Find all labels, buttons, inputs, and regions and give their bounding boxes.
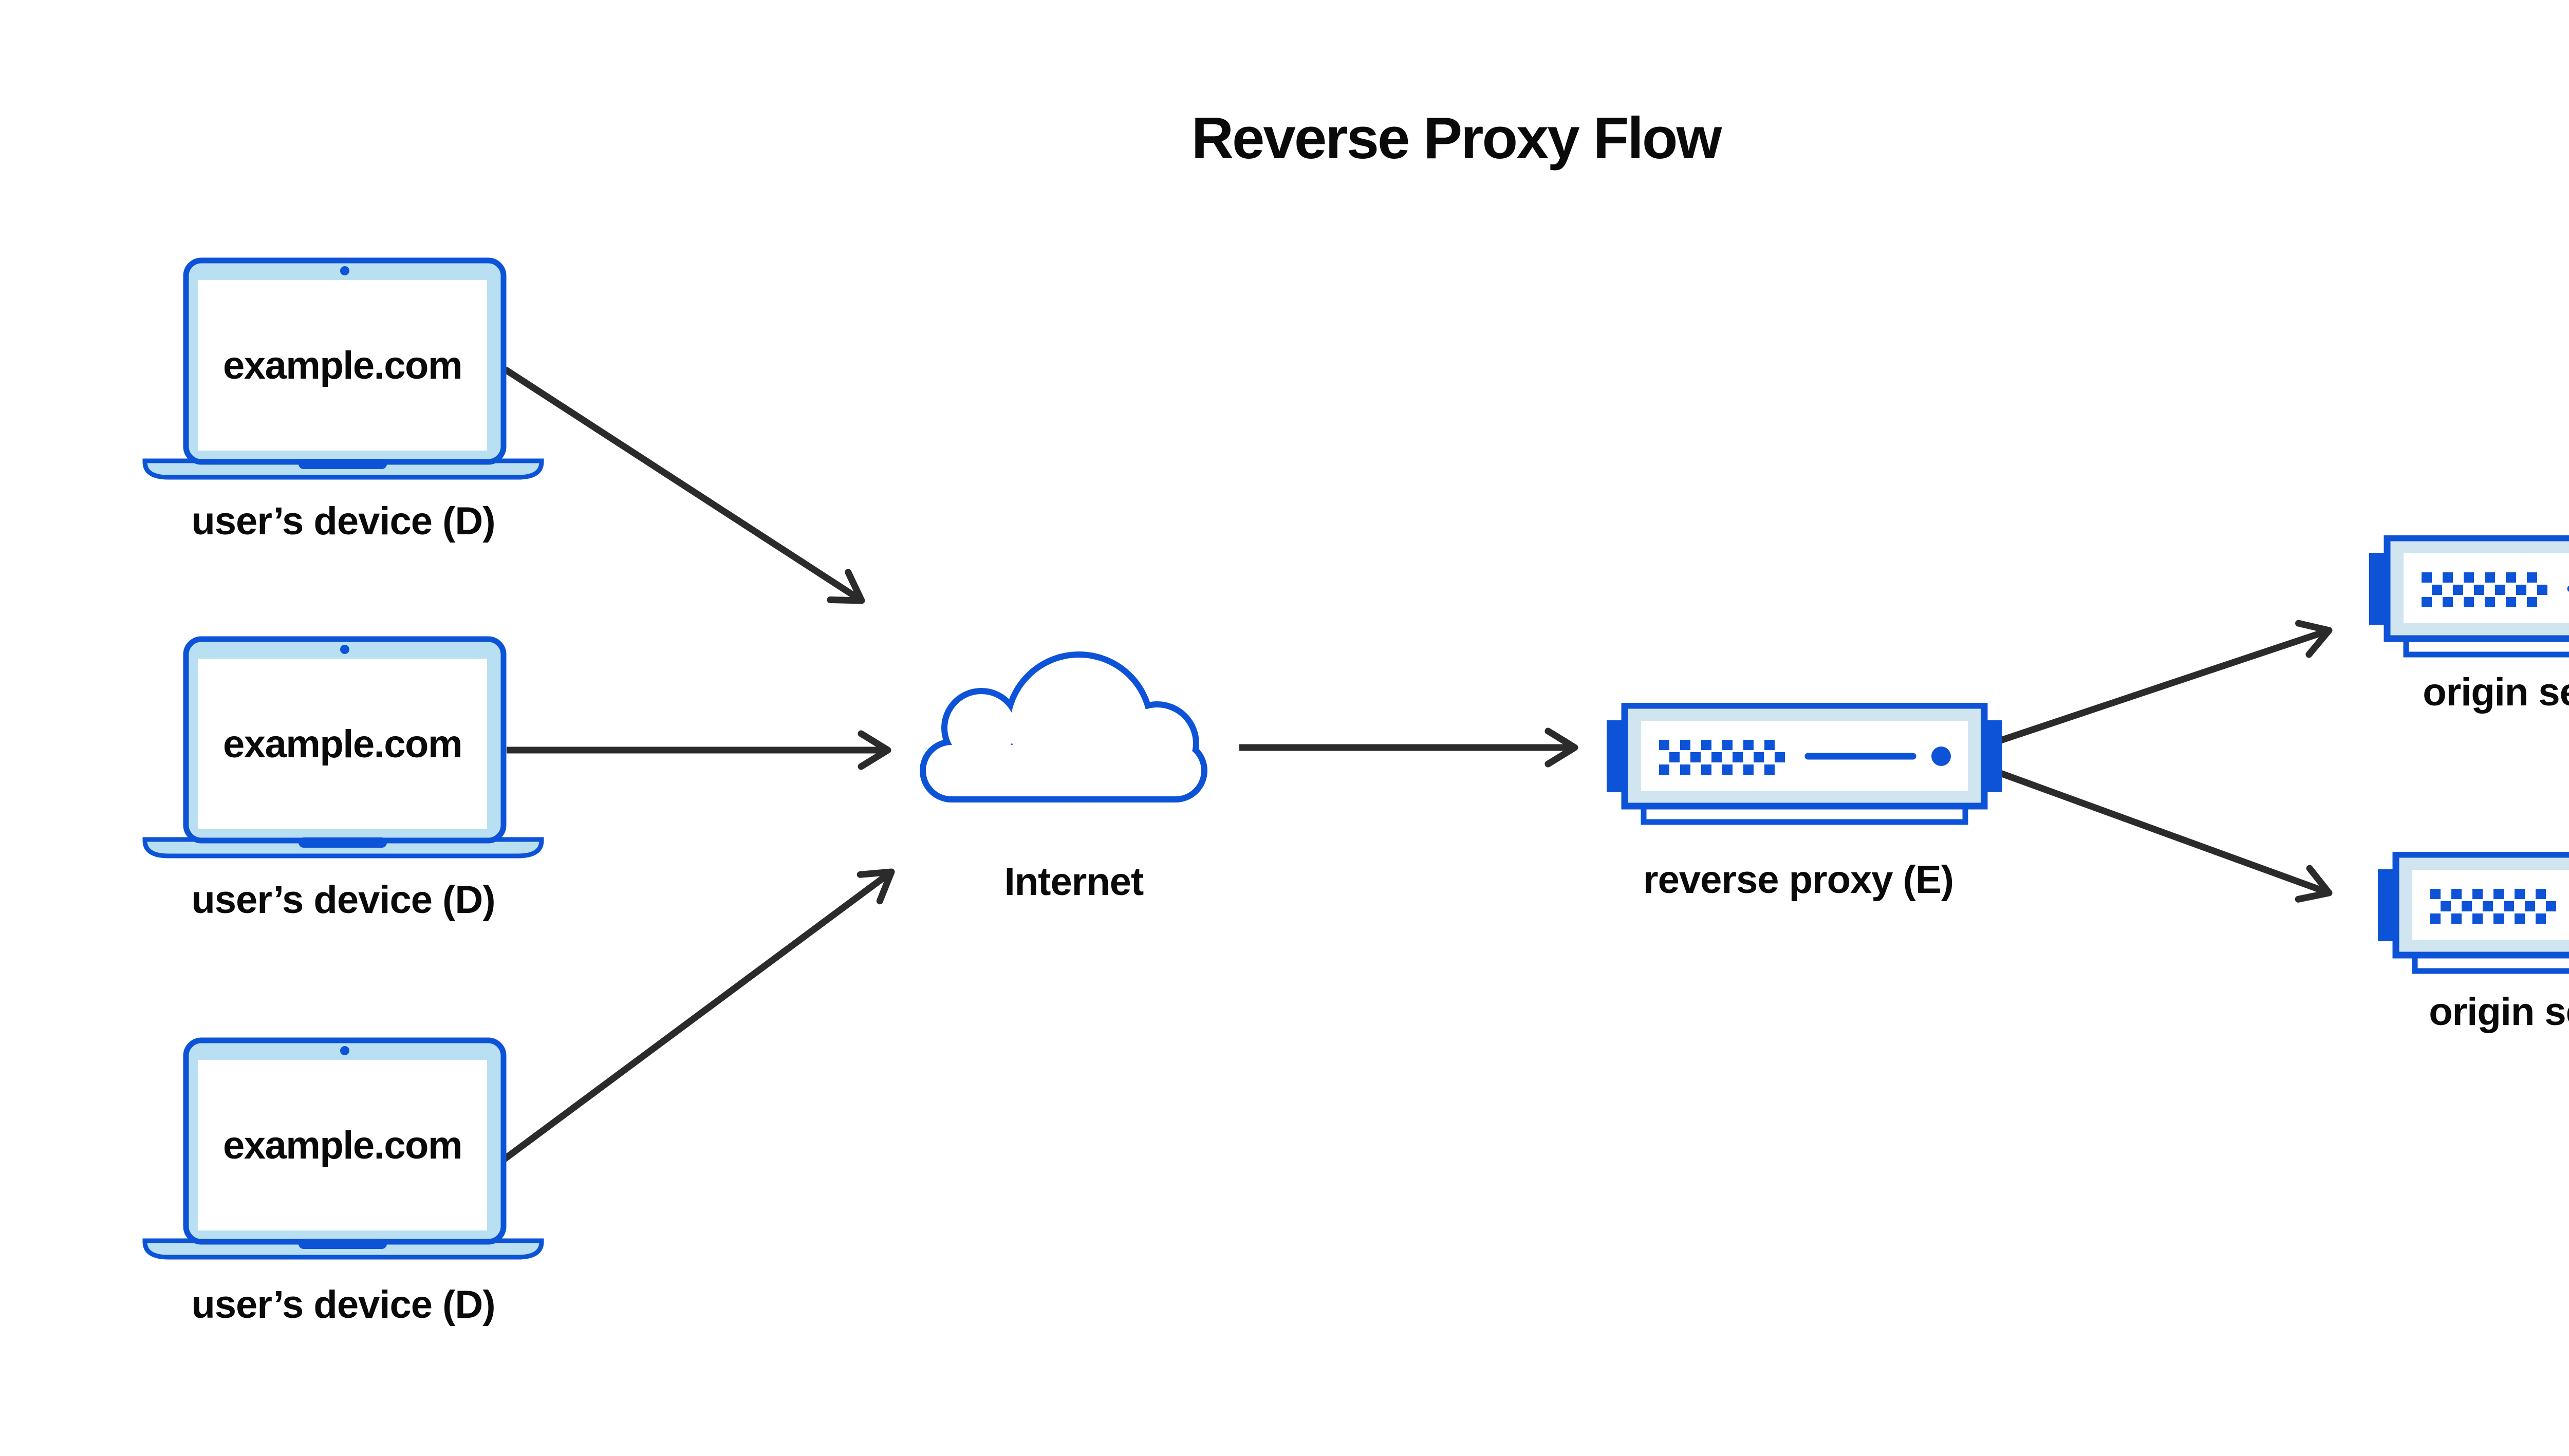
- caption-user-device-1: user’s device (D): [191, 499, 495, 543]
- origin-server-icon: [2369, 535, 2569, 664]
- arrow-proxy-origin1: [1996, 620, 2333, 745]
- origin-server-2: [2378, 852, 2569, 980]
- arrow-proxy-origin2: [1996, 769, 2333, 903]
- origin-server-1: [2369, 535, 2569, 664]
- laptop-screen-text: example.com: [222, 343, 463, 387]
- caption-user-device-2: user’s device (D): [191, 878, 495, 922]
- origin-server-1-label: origin server (F): [2423, 670, 2569, 714]
- user-device-1: example.com: [142, 257, 548, 480]
- user-device-3: example.com: [142, 1037, 548, 1260]
- origin-server-icon: [2378, 852, 2569, 980]
- arrow-device1-internet: [503, 366, 865, 604]
- reverse-proxy-label: reverse proxy (E): [1643, 858, 1954, 902]
- origin-server-2-label: origin server (F): [2429, 990, 2569, 1034]
- user-device-2: example.com: [142, 636, 548, 859]
- proxy-server-icon: [1607, 703, 2002, 831]
- arrow-device3-internet: [495, 868, 895, 1168]
- caption-user-device-3: user’s device (D): [191, 1283, 495, 1327]
- laptop-screen-text: example.com: [222, 1123, 463, 1167]
- internet-cloud-icon: [920, 648, 1207, 802]
- page-title: Reverse Proxy Flow: [1191, 106, 1722, 171]
- reverse-proxy-node: [1607, 703, 2002, 831]
- internet-node: [920, 648, 1207, 802]
- laptop-screen-text: example.com: [222, 722, 463, 766]
- internet-label: Internet: [1004, 860, 1144, 904]
